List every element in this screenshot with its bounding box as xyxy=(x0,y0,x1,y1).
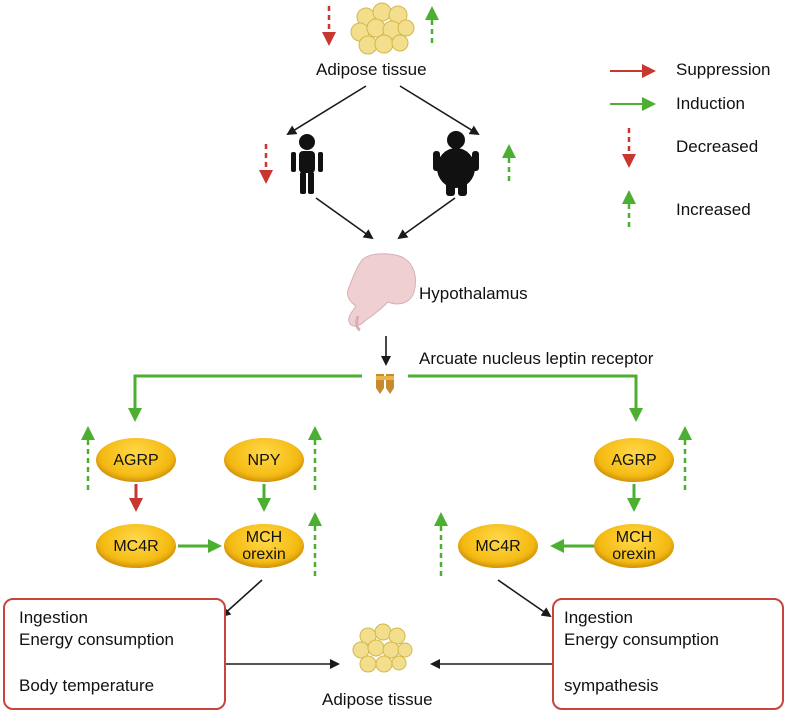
right-agrp-label: AGRP xyxy=(611,451,657,469)
legend-increased-indicator xyxy=(622,190,636,230)
npy-increase-indicator xyxy=(308,426,322,490)
npy-label: NPY xyxy=(247,451,281,469)
left-box-body-temperature: Body temperature xyxy=(19,676,155,695)
right-agrp-node: AGRP xyxy=(594,438,674,482)
left-agrp-node: AGRP xyxy=(96,438,176,482)
arcuate-nucleus-label: Arcuate nucleus leptin receptor xyxy=(419,349,654,368)
hypothalamus-icon xyxy=(347,253,417,332)
legend-decreased-label: Decreased xyxy=(676,137,759,156)
receptor-to-left-agrp-arrow xyxy=(128,374,362,422)
npy-node: NPY xyxy=(224,438,304,482)
right-mc4r-label: MC4R xyxy=(475,537,521,555)
legend-induction-label: Induction xyxy=(676,94,745,113)
right-outcome-box: Ingestion Energy consumption sympathesis xyxy=(552,598,784,710)
adipose-cells-bottom-icon xyxy=(352,623,413,673)
legend-suppression-label: Suppression xyxy=(676,60,771,79)
left-mc4r-node: MC4R xyxy=(96,524,176,568)
top-right-increase-indicator xyxy=(425,6,439,46)
right-mch-orexin-node: MCH orexin xyxy=(594,524,674,568)
left-mc4r-label: MC4R xyxy=(113,537,159,555)
legend-increased-label: Increased xyxy=(676,200,751,219)
mc4r-to-right-box-arrow xyxy=(497,579,552,618)
mch-increase-indicator xyxy=(308,512,322,576)
right-mch-label: MCH xyxy=(615,529,653,546)
mch-to-left-box-arrow xyxy=(220,579,263,618)
right-orexin-label: orexin xyxy=(612,546,656,563)
right-box-ingestion: Ingestion xyxy=(564,608,633,627)
left-agrp-increase-indicator xyxy=(81,426,95,490)
obese-to-hypothalamus-arrow xyxy=(397,197,456,240)
leptin-receptor-icon xyxy=(376,374,394,394)
left-mch-label: MCH xyxy=(245,529,283,546)
left-agrp-label: AGRP xyxy=(113,451,159,469)
right-agrp-increase-indicator xyxy=(678,426,692,490)
right-box-sympathesis: sympathesis xyxy=(564,676,659,695)
left-box-ingestion: Ingestion xyxy=(19,608,88,627)
left-outcome-box: Ingestion Energy consumption Body temper… xyxy=(3,598,226,710)
right-mc4r-increase-indicator xyxy=(434,512,448,576)
lean-decrease-indicator xyxy=(259,144,273,184)
right-mc4r-node: MC4R xyxy=(458,524,538,568)
top-adipose-tissue-label: Adipose tissue xyxy=(316,60,427,79)
left-orexin-label: orexin xyxy=(242,546,286,563)
left-mch-orexin-node: MCH orexin xyxy=(224,524,304,568)
top-left-decrease-indicator xyxy=(322,6,336,46)
hypothalamus-label: Hypothalamus xyxy=(419,284,528,303)
lean-person-icon xyxy=(291,134,323,194)
left-box-energy-consumption: Energy consumption xyxy=(19,630,174,649)
legend-decreased-indicator xyxy=(622,128,636,168)
bottom-adipose-tissue-label: Adipose tissue xyxy=(322,690,433,709)
adipose-to-lean-arrow xyxy=(286,85,367,136)
adipose-cells-icon xyxy=(350,2,415,55)
receptor-to-right-agrp-arrow xyxy=(408,374,643,422)
obese-increase-indicator xyxy=(502,144,516,184)
right-box-energy-consumption: Energy consumption xyxy=(564,630,719,649)
lean-to-hypothalamus-arrow xyxy=(315,197,374,240)
adipose-to-obese-arrow xyxy=(399,85,480,136)
obese-person-icon xyxy=(433,131,479,196)
